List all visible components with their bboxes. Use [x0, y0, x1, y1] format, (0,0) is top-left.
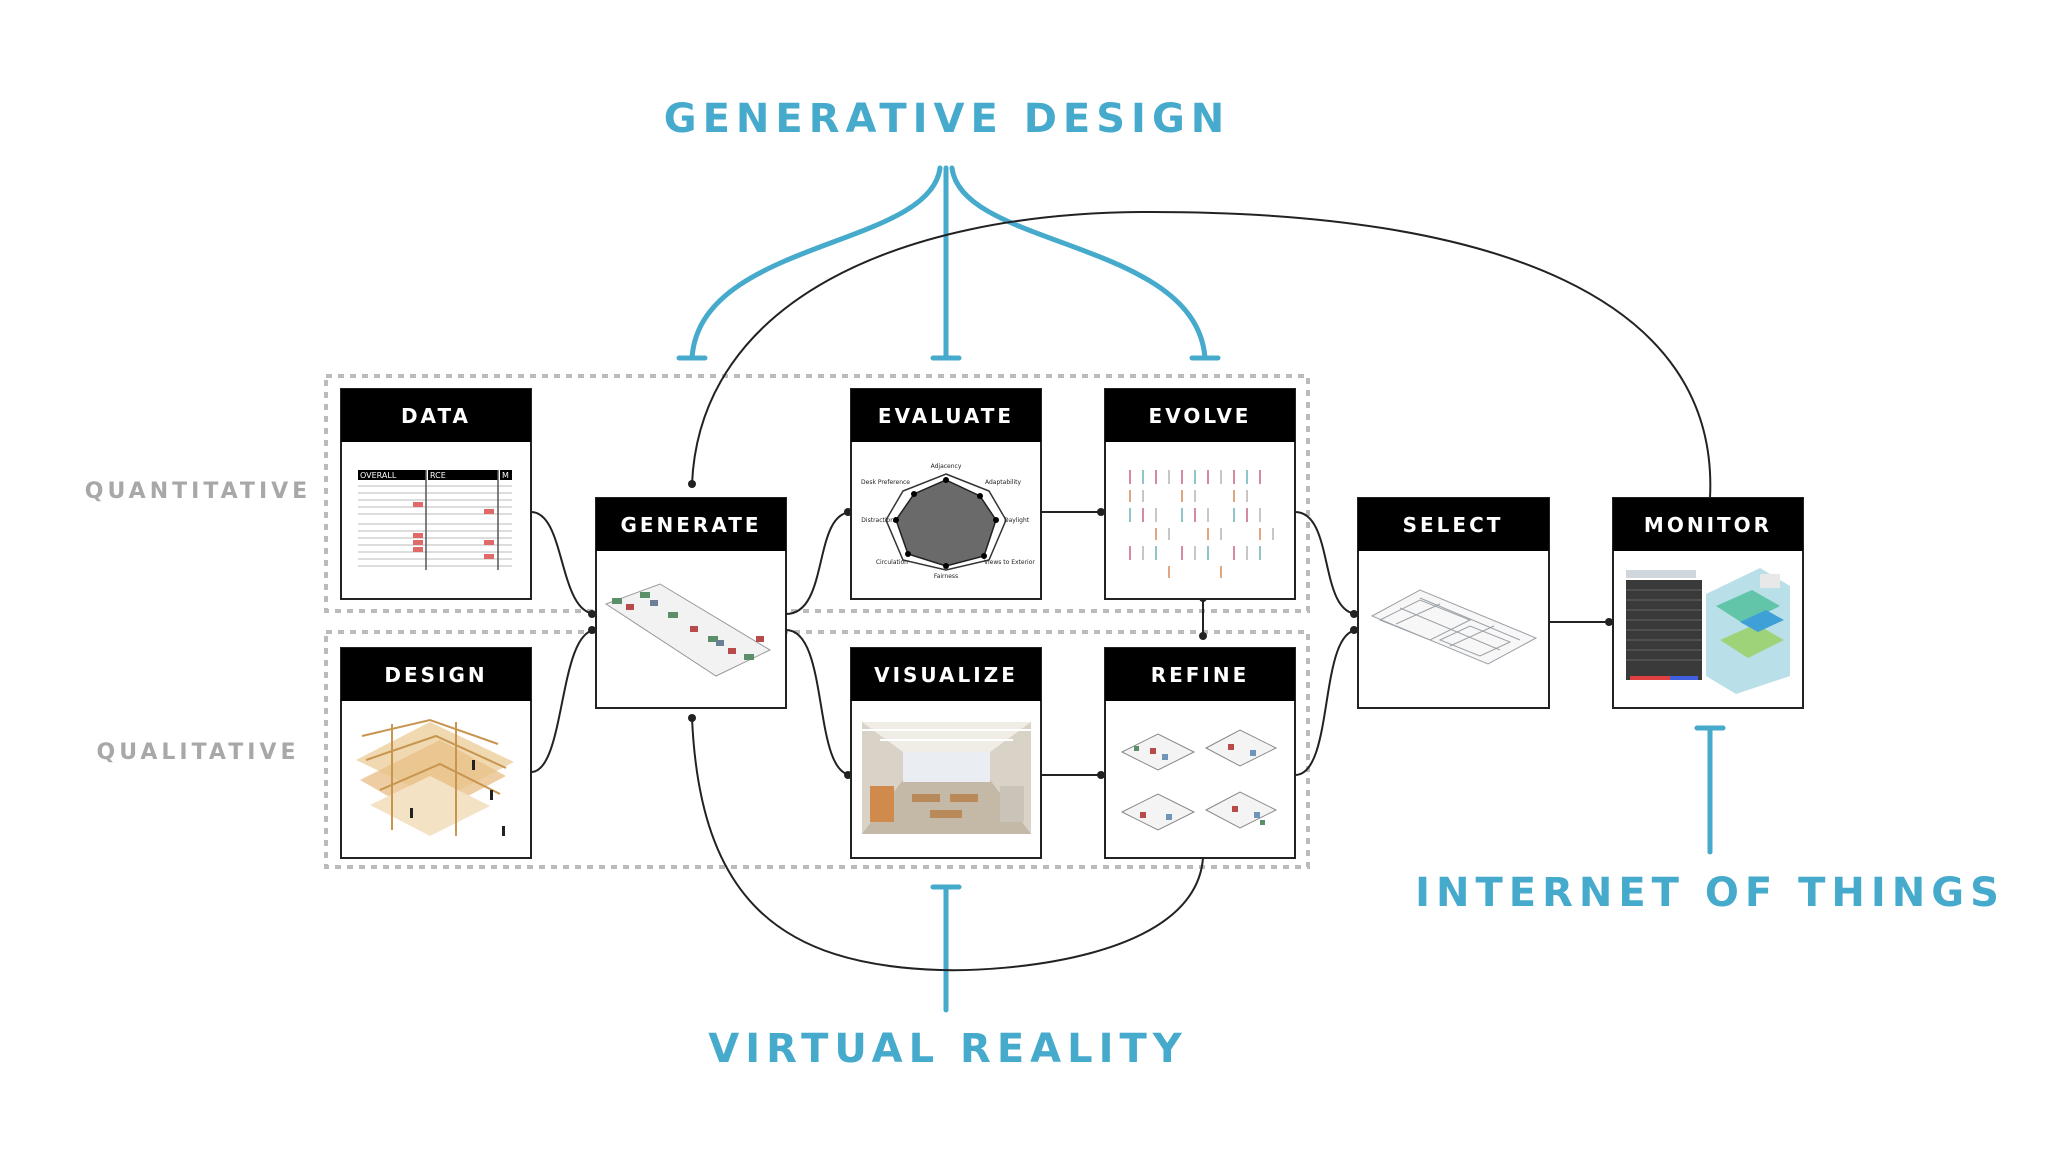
node-visualize: VISUALIZE	[850, 647, 1042, 859]
visualize-render-thumbnail	[862, 722, 1031, 834]
radar-axis-distraction: Distraction	[861, 517, 894, 524]
node-monitor: MONITOR	[1612, 497, 1804, 709]
heading-virtual-reality: VIRTUAL REALITY	[708, 1026, 1187, 1072]
generative-design-bracket	[676, 165, 1221, 361]
radar-axis-views: Views to Exterior	[984, 559, 1035, 566]
heading-generative-design: GENERATIVE DESIGN	[664, 96, 1231, 142]
data-table-thumbnail: OVERALL RCE M	[358, 470, 512, 570]
node-evaluate-title: EVALUATE	[878, 404, 1014, 428]
node-refine-title: REFINE	[1151, 663, 1250, 687]
select-floorplan-thumbnail	[1370, 589, 1538, 665]
refine-rooms-thumbnail	[1120, 729, 1278, 831]
node-data-title: DATA	[401, 404, 471, 428]
node-data: DATA OVERALL RCE M	[340, 388, 532, 600]
generate-floorplan-thumbnail	[604, 583, 772, 677]
radar-axis-circulation: Circulation	[876, 559, 908, 566]
node-select: SELECT	[1357, 497, 1550, 709]
radar-axis-adaptability: Adaptability	[985, 479, 1021, 486]
node-monitor-title: MONITOR	[1644, 513, 1772, 537]
node-evolve: EVOLVE	[1104, 388, 1296, 600]
radar-axis-daylight: Daylight	[1004, 517, 1030, 524]
node-evaluate: EVALUATE Adjacency Adaptability Daylight…	[850, 388, 1042, 600]
radar-axis-desk-preference: Desk Preference	[861, 479, 910, 486]
connectors	[530, 210, 1712, 972]
data-table-header-m: M	[502, 471, 509, 480]
heading-internet-of-things: INTERNET OF THINGS	[1415, 870, 2005, 916]
data-table-header-overall: OVERALL	[360, 471, 397, 480]
node-generate: GENERATE	[595, 497, 787, 709]
node-visualize-title: VISUALIZE	[874, 663, 1018, 687]
data-table-header-rce: RCE	[430, 471, 446, 480]
node-design-title: DESIGN	[384, 663, 487, 687]
node-evolve-title: EVOLVE	[1149, 404, 1252, 428]
virtual-reality-bracket	[930, 884, 962, 1013]
evaluate-radar-chart: Adjacency Adaptability Daylight Views to…	[861, 463, 1035, 580]
node-select-title: SELECT	[1403, 513, 1504, 537]
monitor-dashboard-thumbnail	[1626, 568, 1790, 694]
design-axonometric-thumbnail	[356, 718, 514, 836]
internet-of-things-bracket	[1694, 725, 1726, 855]
qualitative-group-frame	[324, 630, 1310, 869]
node-refine: REFINE	[1104, 647, 1296, 859]
connector-dots	[588, 480, 1613, 779]
quantitative-group-frame	[324, 374, 1310, 613]
node-generate-title: GENERATE	[620, 513, 761, 537]
row-label-qualitative: QUALITATIVE	[97, 740, 300, 765]
radar-axis-adjacency: Adjacency	[931, 463, 962, 470]
evolve-variant-grid-thumbnail	[1129, 470, 1274, 578]
radar-axis-fairness: Fairness	[934, 573, 958, 580]
row-label-quantitative: QUANTITATIVE	[85, 479, 311, 504]
node-design: DESIGN	[340, 647, 532, 859]
